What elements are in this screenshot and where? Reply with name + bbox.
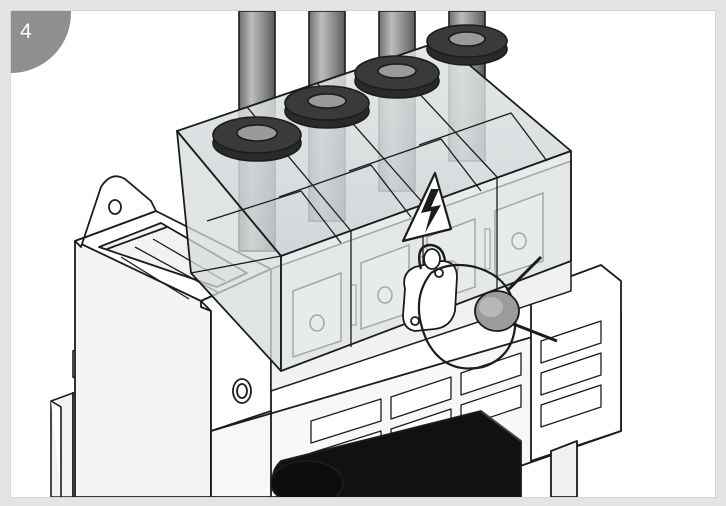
switch-disconnector-illustration bbox=[50, 11, 622, 497]
cable-gaskets bbox=[212, 24, 508, 162]
padlock-icon[interactable] bbox=[402, 243, 558, 370]
ring-pull-icon[interactable] bbox=[417, 263, 517, 370]
step-number: 4 bbox=[20, 20, 32, 43]
illustration-panel: 4 bbox=[10, 10, 716, 498]
operating-handle[interactable] bbox=[270, 410, 522, 497]
electrical-hazard-icon bbox=[401, 171, 453, 243]
